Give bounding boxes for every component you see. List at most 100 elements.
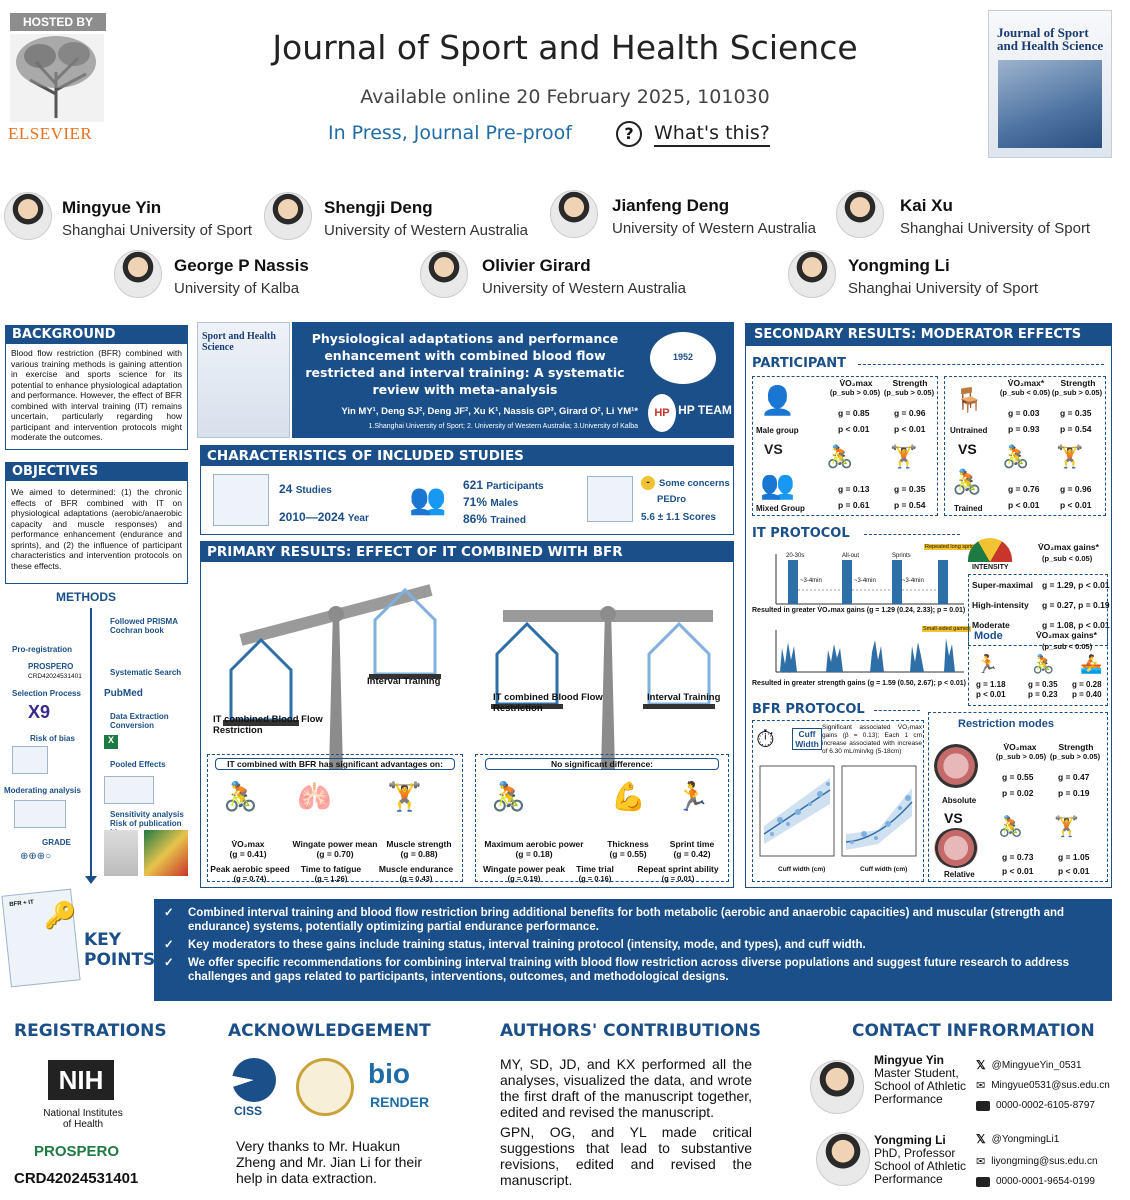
mode-p: p < 0.01: [976, 690, 1006, 699]
g-value: g = 0.76: [1008, 484, 1040, 494]
contact-email[interactable]: Mingyue0531@sus.edu.cn: [991, 1080, 1110, 1091]
ciss-label: CISS: [234, 1104, 263, 1118]
arm-cuff-icon: [934, 828, 978, 868]
author-affiliation: University of Western Australia: [482, 280, 686, 297]
contrib-text: GPN, OG, and YL made critical suggestion…: [500, 1124, 752, 1188]
rower-icon: 🚣: [1080, 654, 1103, 674]
group-label: Untrained: [950, 426, 988, 435]
phase-label: Small-sided games: [922, 626, 971, 632]
col-head: Strength: [892, 378, 928, 388]
hp-logo: HP: [648, 394, 676, 432]
cuff-width-box: [752, 720, 924, 882]
divider: [864, 534, 960, 535]
contact-email[interactable]: liyongming@sus.edu.cn: [991, 1156, 1098, 1167]
balance-scale-right: [491, 606, 715, 770]
group-label: Mixed Group: [756, 504, 805, 513]
nodiff-g: (g = 0.42): [673, 849, 711, 859]
participant-sex-box: [752, 376, 938, 516]
secondary-heading: SECONDARY RESULTS: MODERATOR EFFECTS: [746, 324, 1111, 346]
in-press-link[interactable]: In Press, Journal Pre-proof: [328, 122, 572, 144]
author-name: Yongming Li: [848, 256, 950, 275]
advantage-g: (g = 0.70): [316, 849, 354, 859]
phase-label: ~3-4min: [854, 578, 876, 584]
avatar: [4, 192, 52, 240]
method-step: GRADE: [42, 838, 71, 847]
col-head: V̇O₂max: [1003, 742, 1037, 752]
male-icon: 👤: [760, 385, 795, 416]
elsevier-logo: [6, 10, 108, 144]
divider: [874, 710, 920, 711]
concerns-label: Some concerns: [659, 478, 730, 489]
method-step: Selection Process: [12, 689, 81, 698]
nodiff-label: Time trial: [576, 864, 614, 874]
background-panel: BACKGROUND Blood flow restriction (BFR) …: [5, 325, 188, 450]
mode-p: p = 0.40: [1072, 690, 1102, 699]
nodiff-g: (g = 0.16): [578, 874, 612, 883]
objectives-text: We aimed to determined: (1) the chronic …: [11, 487, 182, 571]
advantages-banner: IT combined with BFR has significant adv…: [215, 758, 455, 770]
cycling-icon: 🚴: [826, 444, 854, 469]
contact-heading: CONTACT INFRORMATION: [852, 1021, 1095, 1041]
method-step: Data Extraction Conversion: [110, 712, 169, 730]
question-icon[interactable]: ?: [616, 121, 642, 147]
risk-of-bias-thumbnail: [12, 746, 48, 774]
advantage-g: (g = 0.41): [229, 849, 267, 859]
advantage-label: Time to fatigue: [300, 864, 362, 874]
participant-heading: PARTICIPANT: [752, 356, 847, 371]
restriction-label: Absolute: [942, 796, 977, 805]
intensity-g: g = 1.29, p < 0.01: [1042, 580, 1110, 590]
g-value: g = 0.13: [838, 484, 870, 494]
nodiff-label: Maximum aerobic power: [484, 839, 584, 849]
secondary-results-panel: SECONDARY RESULTS: MODERATOR EFFECTS PAR…: [745, 323, 1112, 888]
author-affiliation: Shanghai University of Sport: [900, 220, 1091, 237]
contact-orcid[interactable]: 0000-0001-9654-0199: [996, 1176, 1095, 1187]
nodiff-g: (g = 0.01): [661, 874, 695, 883]
method-step: Pooled Effects: [110, 760, 166, 769]
prospero-id: CRD42024531401: [14, 1170, 139, 1187]
contact-orcid[interactable]: 0000-0002-6105-8797: [996, 1100, 1095, 1111]
muscle-icon: 💪: [611, 781, 646, 812]
g-value: g = 0.96: [1060, 484, 1092, 494]
contact-x[interactable]: @MingyueYin_0531: [991, 1059, 1082, 1071]
author-affiliation: University of Kalba: [174, 280, 300, 297]
method-step: PROSPERO: [28, 662, 74, 671]
avatar: [816, 1132, 870, 1186]
participants-count: 621: [463, 478, 484, 492]
key-point: Combined interval training and blood flo…: [188, 907, 1065, 933]
phase-label: 20-30s: [786, 553, 805, 559]
scale-label: IT combined Blood Flow Restriction: [493, 692, 603, 714]
col-head-p: (p_sub > 0.05): [995, 752, 1047, 761]
key-point: Key moderators to these gains include tr…: [188, 939, 866, 951]
funnel-plot-thumbnail: [144, 830, 188, 876]
nodiff-box: [475, 754, 729, 882]
it-protocol-chart-bottom: [775, 630, 964, 673]
phase-label: Sprints: [892, 553, 911, 559]
characteristics-heading: CHARACTERISTICS OF INCLUDED STUDIES: [201, 446, 733, 466]
mail-icon: ✉: [976, 1080, 986, 1092]
intensity-name: Super-maximal: [972, 580, 1033, 590]
mode-label: Mode: [974, 630, 1003, 642]
mode-head: V̇O₂max gains*: [1036, 630, 1097, 640]
it-protocol-chart-top: [775, 554, 964, 605]
cover-title: Journal of Sport and Health Science: [997, 25, 1104, 53]
nih-logo: NIH: [48, 1060, 114, 1100]
advantage-g: (g = 1.26): [314, 874, 348, 883]
leg-press-icon: 🏋: [1056, 444, 1084, 469]
whats-this-link[interactable]: What's this?: [654, 122, 770, 147]
x-icon: 𝕏: [976, 1058, 986, 1072]
method-step: Pro-registration: [12, 645, 73, 654]
nodiff-banner: No significant difference:: [485, 758, 719, 770]
advantage-label: Muscle strength: [386, 839, 452, 849]
p-value: p < 0.01: [1002, 866, 1034, 876]
contact-x[interactable]: @YongmingLi1: [991, 1133, 1060, 1145]
years-label: Year: [347, 513, 369, 524]
mode-box: [968, 626, 1108, 706]
lungs-icon: 🫁: [297, 781, 332, 812]
concern-icon: -: [641, 476, 655, 490]
cuff-label: Cuff Width: [792, 728, 822, 750]
col-head-p: (p_sub > 0.05): [1049, 752, 1101, 761]
g-value: g = 0.47: [1058, 772, 1090, 782]
mode-g: g = 0.35: [1028, 680, 1058, 689]
nodiff-g: (g = 0.55): [609, 849, 647, 859]
col-head-p: (p_sub > 0.05): [883, 388, 935, 397]
